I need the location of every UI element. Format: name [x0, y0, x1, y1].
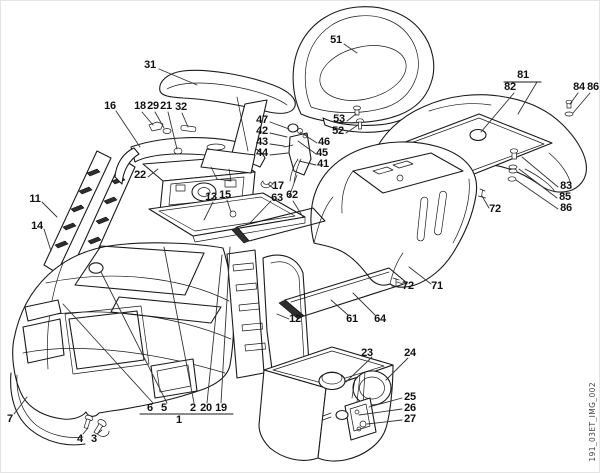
part-callout-51: 51 — [330, 34, 342, 46]
part-callout-71: 71 — [431, 280, 443, 292]
part-callout-12: 12 — [289, 313, 301, 325]
part-callout-72: 72 — [489, 203, 501, 215]
part-callout-26: 26 — [404, 402, 416, 414]
leader-lines — [13, 43, 591, 435]
part-callout-41: 41 — [317, 158, 329, 170]
part-callout-47: 47 — [256, 114, 268, 126]
part-callout-86: 86 — [560, 202, 572, 214]
part-callout-5: 5 — [161, 402, 167, 414]
part-callout-53: 53 — [333, 113, 345, 125]
part-callout-64: 64 — [374, 313, 386, 325]
part-callout-27: 27 — [404, 413, 416, 425]
part-callout-6: 6 — [147, 402, 153, 414]
part-callout-22: 22 — [134, 169, 146, 181]
part-callout-21: 21 — [160, 100, 172, 112]
hood-latch-assembly — [283, 123, 312, 198]
part-callout-72: 72 — [402, 280, 414, 292]
part-callout-24: 24 — [404, 347, 416, 359]
part-callout-16: 16 — [104, 100, 116, 112]
part-callout-23: 23 — [361, 347, 373, 359]
part-callout-7: 7 — [7, 413, 13, 425]
footboard-mats — [231, 207, 408, 320]
part-callout-62: 62 — [286, 189, 298, 201]
part-callout-85: 85 — [559, 191, 571, 203]
part-callout-81: 81 — [517, 69, 529, 81]
part-callout-45: 45 — [316, 147, 328, 159]
part-callout-17: 17 — [272, 180, 284, 192]
part-callout-4: 4 — [77, 433, 83, 445]
part-callout-84: 84 — [573, 81, 585, 93]
screw-icons — [478, 99, 574, 199]
seat — [292, 6, 435, 133]
part-callout-2: 2 — [190, 402, 196, 414]
part-callout-52: 52 — [332, 125, 344, 137]
group-underlines — [139, 81, 542, 415]
part-callout-44: 44 — [256, 147, 268, 159]
part-callout-29: 29 — [147, 100, 159, 112]
part-callout-19: 19 — [215, 402, 227, 414]
part-callout-25: 25 — [404, 391, 416, 403]
fuel-cap — [351, 370, 392, 406]
part-callout-82: 82 — [504, 81, 516, 93]
part-callout-20: 20 — [200, 402, 212, 414]
part-callout-1: 1 — [176, 414, 182, 426]
part-callout-42: 42 — [256, 125, 268, 137]
part-callout-61: 61 — [346, 313, 358, 325]
part-callout-83: 83 — [560, 180, 572, 192]
loose-fasteners — [83, 180, 274, 435]
part-callout-46: 46 — [318, 136, 330, 148]
part-callout-32: 32 — [175, 101, 187, 113]
fuel-tank — [258, 346, 394, 462]
bolt-icon — [353, 105, 364, 130]
steering-wheel-assembly — [159, 69, 296, 182]
part-callout-43: 43 — [256, 136, 268, 148]
part-callout-63: 63 — [271, 192, 283, 204]
hood-assembly — [10, 242, 235, 446]
part-callout-18: 18 — [134, 100, 146, 112]
drawing-code: 191_03ET_IMG_002 — [588, 382, 597, 462]
part-callout-3: 3 — [91, 433, 97, 445]
part-callout-15: 15 — [219, 189, 231, 201]
part-callout-31: 31 — [144, 59, 156, 71]
part-callout-11: 11 — [29, 193, 41, 205]
part-callout-13: 13 — [205, 191, 217, 203]
part-callout-14: 14 — [31, 220, 43, 232]
part-callout-86: 86 — [587, 81, 599, 93]
rear-body-shell — [310, 141, 478, 288]
